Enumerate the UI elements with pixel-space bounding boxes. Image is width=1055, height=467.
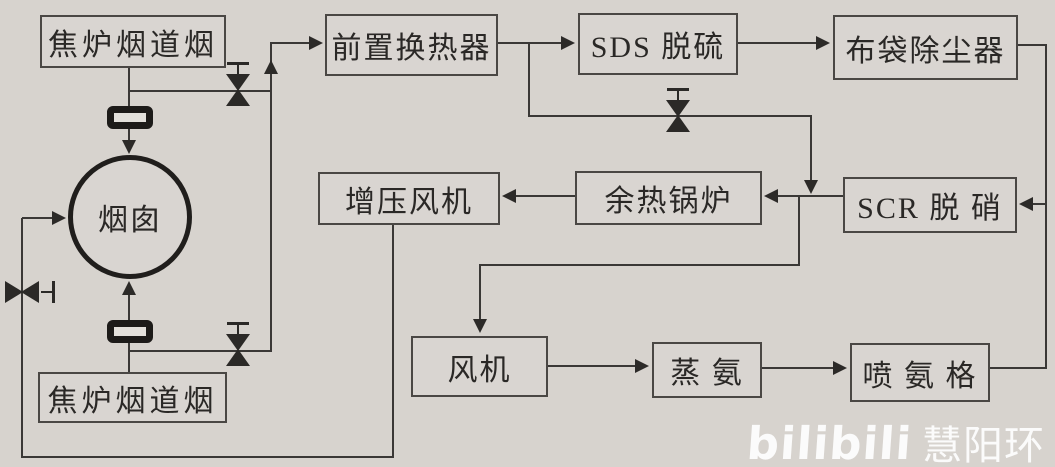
pipe-segment (1033, 203, 1046, 205)
pipe-segment (129, 90, 272, 92)
valve-handle (227, 322, 249, 325)
pipe-to-fan (479, 264, 481, 320)
arrowhead-into-ammonia-stripping (635, 359, 649, 373)
valve-handle (667, 88, 689, 91)
arrowhead-into-chimney-left (52, 211, 66, 225)
valve-body (21, 281, 39, 303)
pipe-right-riser (1045, 44, 1047, 369)
valve-stem (41, 291, 53, 293)
flow-node-ammonia-injection-grid: 喷 氨 格 (850, 343, 990, 402)
flow-node-bag-filter: 布袋除尘器 (833, 15, 1018, 80)
valve-body (226, 334, 250, 351)
bypass-pipe (810, 116, 812, 181)
valve-handle (227, 62, 249, 65)
node-label: 余热锅炉 (604, 185, 733, 218)
node-label: 喷 氨 格 (862, 359, 978, 393)
flow-node-pre-heat-exchanger: 前置换热器 (325, 14, 498, 76)
flow-node-waste-heat-boiler: 余热锅炉 (575, 171, 762, 225)
pipe-segment (128, 128, 130, 144)
flow-node-coke-oven-flue-gas-bottom: 焦炉烟道烟 (38, 372, 227, 423)
valve-stem (237, 324, 239, 336)
pipe-segment (128, 343, 130, 372)
pipe-to-fan (479, 264, 800, 266)
valve-body (666, 115, 690, 132)
pipe-to-fan (798, 196, 800, 266)
arrowhead-into-chimney-top (122, 140, 136, 154)
node-label: SDS 脱硫 (590, 31, 726, 64)
pipe-segment (762, 367, 835, 369)
bilibili-logo: bilibili (745, 417, 914, 467)
valve-body (226, 74, 250, 91)
pipe-segment (271, 42, 311, 44)
valve-bottom-flue (226, 334, 250, 366)
pipe-booster-to-stack (22, 456, 394, 458)
valve-stem (677, 90, 679, 102)
node-label: 烟囱 (98, 204, 162, 237)
node-label: 前置换热器 (331, 32, 492, 65)
flow-node-scr-denitrification: SCR 脱 硝 (843, 177, 1017, 233)
pipe-segment (516, 195, 575, 197)
flow-node-chimney: 烟囱 (68, 155, 192, 279)
pipe-segment (22, 217, 54, 219)
flow-node-ammonia-stripping: 蒸 氨 (652, 342, 762, 398)
arrowhead-into-fan (473, 319, 487, 333)
pipe-segment (128, 68, 130, 107)
valve-top-flue (226, 74, 250, 106)
flow-node-coke-oven-flue-gas-top: 焦炉烟道烟 (40, 15, 226, 68)
valve-bypass (666, 100, 690, 132)
node-label: 蒸 氨 (670, 357, 744, 390)
node-label: 布袋除尘器 (845, 34, 1006, 68)
node-label: 增压风机 (345, 185, 473, 219)
damper-bottom (107, 320, 153, 343)
valve-body (226, 349, 250, 366)
pipe-segment (129, 350, 272, 352)
pipe-booster-to-stack (392, 225, 394, 458)
arrowhead-into-preheater (309, 36, 323, 50)
pipe-segment (548, 365, 637, 367)
arrowhead-into-boiler (764, 189, 778, 203)
damper-top (107, 106, 153, 129)
arrowhead-into-chimney-bottom (122, 281, 136, 295)
arrowhead-into-ammonia-grid (833, 361, 847, 375)
pipe-trunk-to-preheater (270, 42, 272, 352)
node-label: 焦炉烟道烟 (47, 384, 218, 418)
pipe-segment (738, 42, 818, 44)
node-label: 风机 (447, 353, 512, 387)
watermark: bilibili 慧阳环保设备 (745, 413, 1055, 467)
watermark-text: 慧阳环保设备 (921, 423, 1045, 467)
arrowhead-bypass-join (804, 180, 818, 194)
valve-body (226, 89, 250, 106)
flow-node-fan: 风机 (411, 336, 548, 397)
arrowhead-into-sds (561, 36, 575, 50)
arrowhead-into-booster-fan (502, 189, 516, 203)
flow-node-sds-desulfurization: SDS 脱硫 (578, 13, 738, 75)
flow-node-booster-fan: 增压风机 (318, 172, 500, 225)
pipe-segment (1018, 44, 1047, 46)
node-label: SCR 脱 硝 (857, 192, 1003, 225)
pipe-booster-to-stack (21, 218, 23, 458)
pipe-segment (498, 42, 562, 44)
pipe-segment (778, 195, 843, 197)
pipe-segment (990, 367, 1047, 369)
arrowhead-into-bag-filter (816, 36, 830, 50)
node-label: 焦炉烟道烟 (48, 28, 218, 62)
arrowhead-into-scr (1019, 197, 1033, 211)
pipe-segment (128, 294, 130, 321)
valve-handle (52, 281, 55, 303)
arrowhead-up-trunk (264, 60, 278, 74)
valve-stack-inlet (5, 281, 39, 308)
valve-body (5, 281, 23, 303)
valve-body (666, 100, 690, 117)
bypass-pipe (528, 42, 530, 117)
valve-stem (237, 64, 239, 76)
